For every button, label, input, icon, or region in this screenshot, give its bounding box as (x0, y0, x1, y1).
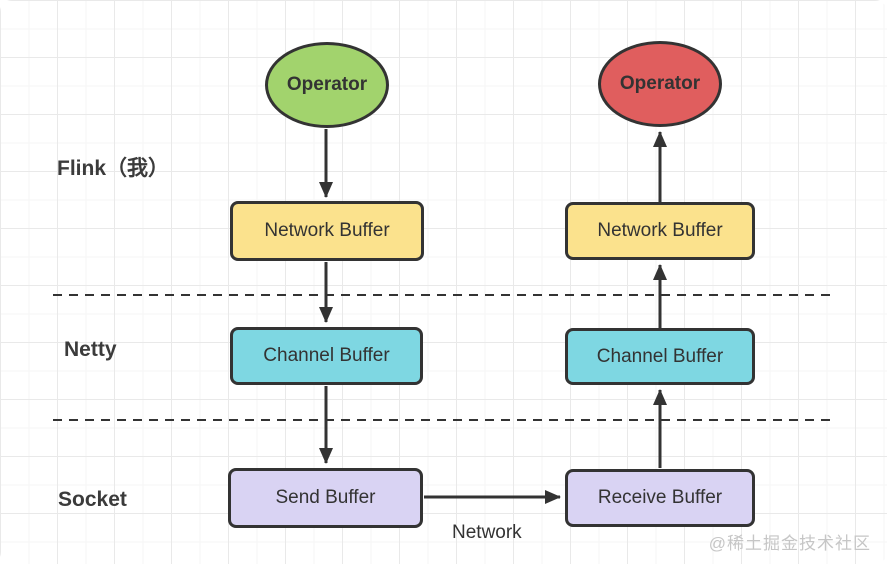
network-edge-label: Network (452, 522, 522, 543)
operator-node-left: Operator (265, 42, 389, 128)
receive-buffer-box: Receive Buffer (565, 469, 755, 527)
network-buffer-box-right: Network Buffer (565, 202, 755, 260)
network-buffer-box-left: Network Buffer (230, 201, 424, 261)
channel-buffer-box-left: Channel Buffer (230, 327, 423, 385)
channel-buffer-box-right: Channel Buffer (565, 328, 755, 385)
layer-label-flink: Flink（我） (57, 157, 170, 180)
operator-node-right: Operator (598, 41, 722, 127)
layer-label-netty: Netty (64, 338, 117, 361)
layer-label-socket: Socket (58, 488, 127, 511)
send-buffer-box: Send Buffer (228, 468, 423, 528)
watermark: @稀土掘金技术社区 (708, 534, 871, 553)
